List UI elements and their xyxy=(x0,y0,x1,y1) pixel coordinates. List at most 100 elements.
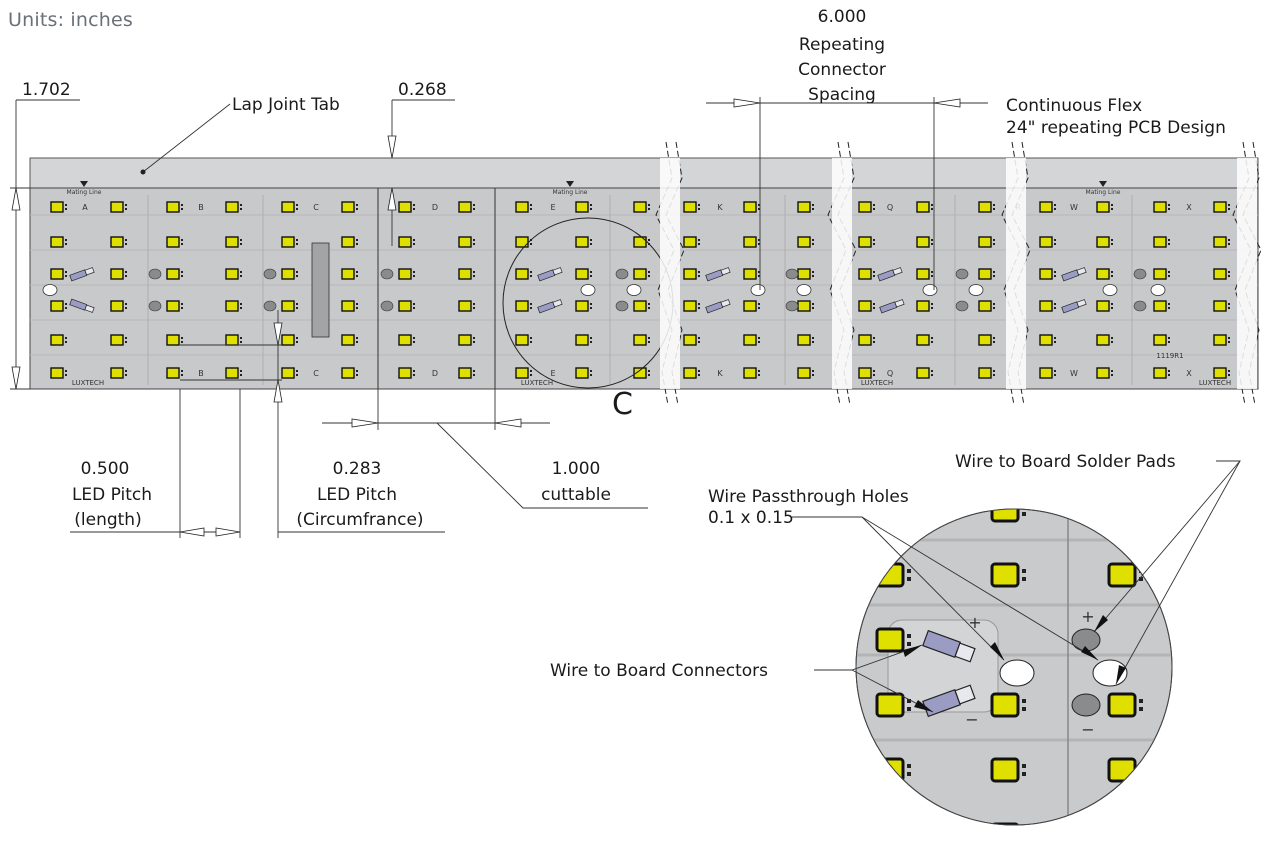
led-pad xyxy=(125,243,127,245)
led-pad xyxy=(812,271,814,273)
led xyxy=(166,236,180,248)
led-pad xyxy=(698,243,700,245)
led-pad xyxy=(993,303,995,305)
led xyxy=(50,334,64,346)
led-pad xyxy=(473,204,475,206)
connector-tip xyxy=(720,299,731,308)
led-pad xyxy=(413,239,415,241)
led-pad xyxy=(812,307,814,309)
detail-led-pad xyxy=(1022,772,1026,776)
led xyxy=(797,334,811,346)
led-pad xyxy=(758,370,760,372)
cuttable-value: 1.000 xyxy=(552,459,601,479)
mating-line-label: Mating Line xyxy=(67,189,102,196)
detail-passthrough-hole xyxy=(999,659,1035,687)
led xyxy=(110,201,124,213)
passthrough-holes-callout: Wire Passthrough Holes 0.1 x 0.15 xyxy=(708,487,1099,661)
detail-led-pad xyxy=(907,569,911,573)
led-pad xyxy=(812,337,814,339)
led-pad xyxy=(473,239,475,241)
led xyxy=(683,300,697,312)
led-pad xyxy=(473,275,475,277)
cuttable-dimension: 1.000 cuttable xyxy=(322,389,648,509)
led-pad xyxy=(758,341,760,343)
section-letter: X xyxy=(1186,203,1192,212)
passthrough-hole xyxy=(626,284,642,296)
led-pad xyxy=(181,337,183,339)
led xyxy=(1153,268,1167,280)
detail-led-pad xyxy=(907,634,911,638)
led-pad xyxy=(181,208,183,210)
led-pad xyxy=(125,370,127,372)
detail-letter: C xyxy=(612,387,633,422)
passthrough-hole xyxy=(922,284,938,296)
detail-led-pad xyxy=(1022,764,1026,768)
led-pad xyxy=(590,275,592,277)
led-pad xyxy=(758,275,760,277)
led-pad xyxy=(296,271,298,273)
led-pad xyxy=(413,303,415,305)
led xyxy=(1039,268,1053,280)
mating-marker xyxy=(1099,181,1107,187)
detail-led-pad xyxy=(1139,577,1143,581)
led xyxy=(1213,236,1227,248)
led xyxy=(575,201,589,213)
led-pad xyxy=(873,370,875,372)
led-pad xyxy=(648,337,650,339)
led xyxy=(225,268,239,280)
section-letter: E xyxy=(550,203,555,212)
led-pad xyxy=(1054,243,1056,245)
led xyxy=(398,300,412,312)
led-pad xyxy=(473,341,475,343)
led-pad xyxy=(473,307,475,309)
led-pad xyxy=(1168,204,1170,206)
solder-pad xyxy=(380,268,394,280)
led-pad xyxy=(356,370,358,372)
flex-line2: 24" repeating PCB Design xyxy=(1006,118,1226,138)
led-pad xyxy=(648,275,650,277)
section-letter: E xyxy=(550,369,555,378)
led xyxy=(978,367,992,379)
led-pad xyxy=(413,370,415,372)
wire-connector xyxy=(69,267,95,282)
led xyxy=(575,367,589,379)
led xyxy=(341,201,355,213)
led xyxy=(978,268,992,280)
led-pad xyxy=(1168,239,1170,241)
detail-view: ++−− xyxy=(855,508,1173,826)
led-pad xyxy=(698,341,700,343)
led-pad xyxy=(1111,374,1113,376)
led-pad xyxy=(648,370,650,372)
led-pad xyxy=(1228,337,1230,339)
led-pad xyxy=(473,374,475,376)
led-pad xyxy=(356,303,358,305)
led xyxy=(978,334,992,346)
led-pad xyxy=(931,370,933,372)
detail-led-pad xyxy=(907,642,911,646)
led-pad xyxy=(1054,303,1056,305)
passthrough-hole xyxy=(968,284,984,296)
detail-led-pad xyxy=(1139,772,1143,776)
led-pad xyxy=(530,337,532,339)
led xyxy=(458,334,472,346)
led xyxy=(110,236,124,248)
led-pad xyxy=(590,271,592,273)
led xyxy=(1039,300,1053,312)
led-pad xyxy=(993,204,995,206)
detail-led-pad xyxy=(907,764,911,768)
led-pad xyxy=(590,243,592,245)
polarity-mark: − xyxy=(1081,720,1094,739)
led-pad xyxy=(1168,275,1170,277)
led-pad xyxy=(240,243,242,245)
wire-connector xyxy=(1061,267,1087,282)
led-pad xyxy=(1111,204,1113,206)
led xyxy=(281,334,295,346)
led-pad xyxy=(530,341,532,343)
led xyxy=(225,334,239,346)
led-pad xyxy=(413,275,415,277)
led xyxy=(1039,334,1053,346)
led-pad xyxy=(648,374,650,376)
led-pad xyxy=(590,337,592,339)
